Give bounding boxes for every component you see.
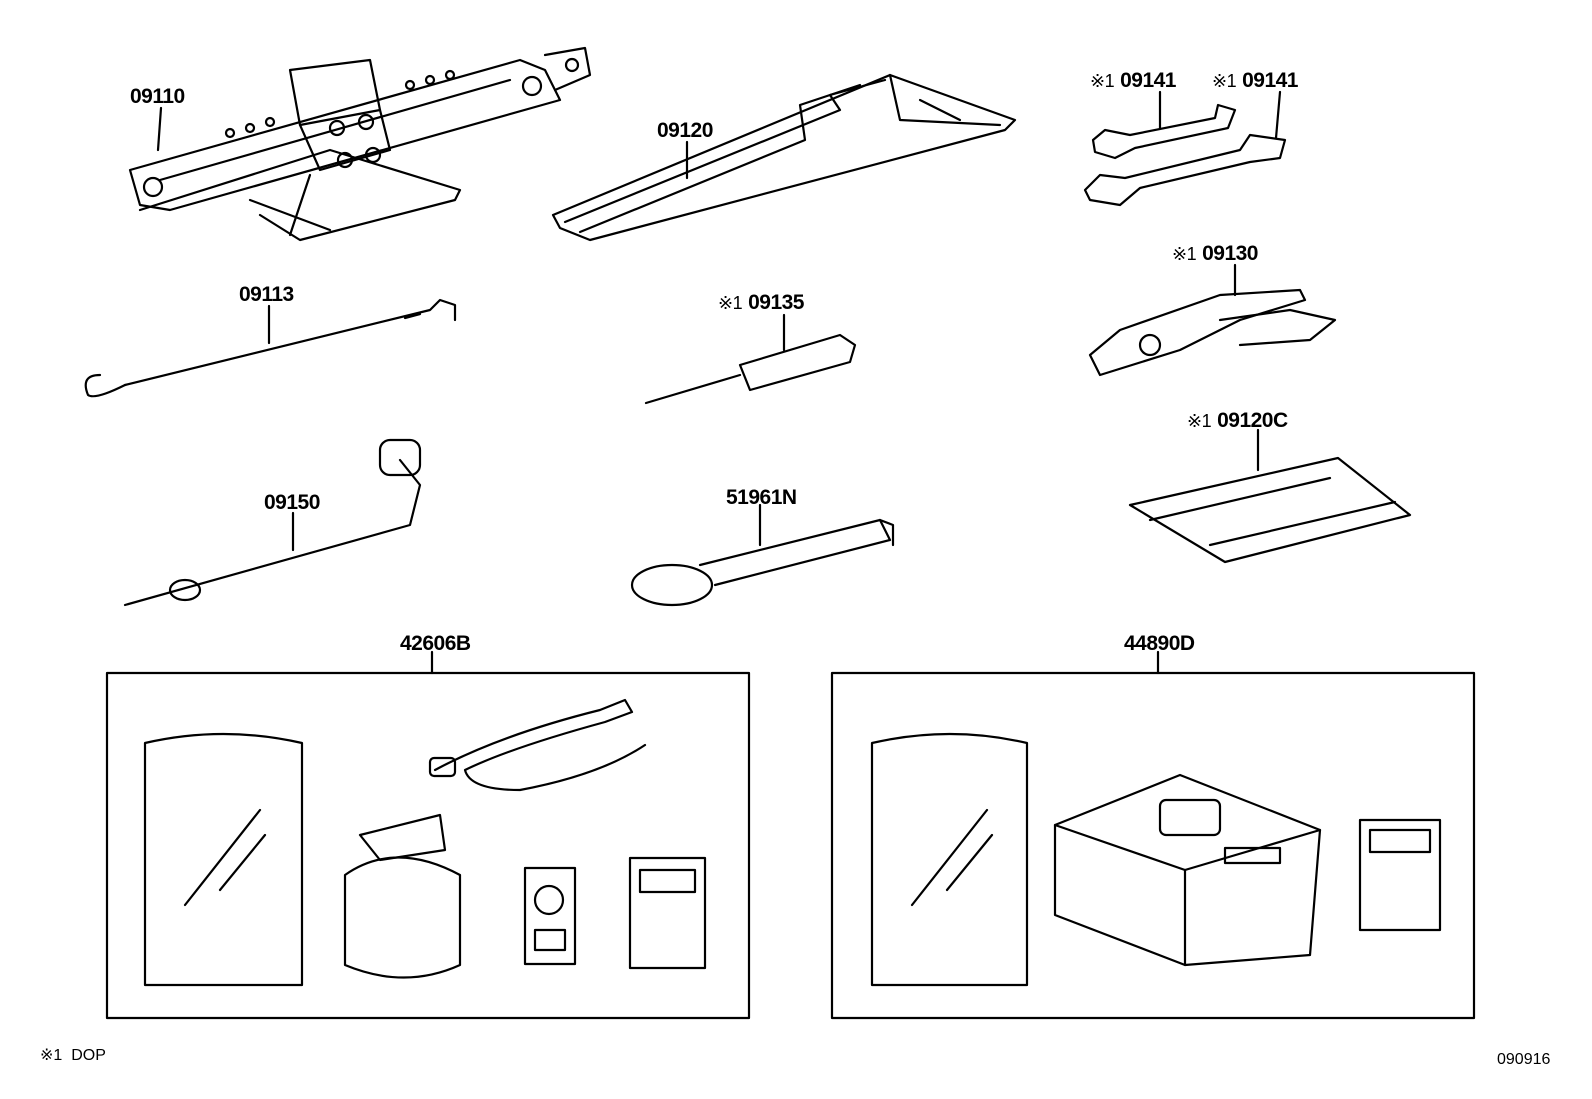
jack-handle-drawing (84, 298, 457, 398)
compressor-kit-box (830, 671, 1476, 1020)
part-label-repair-kit: 42606B (400, 632, 471, 655)
dop-note-mark: ※1 (718, 293, 743, 313)
part-label-tool-bag: 09120 (657, 119, 713, 142)
dop-note-mark: ※1 (1090, 71, 1115, 91)
part-label-jack-handle: 09113 (239, 283, 294, 306)
screwdriver-drawing (644, 333, 857, 405)
pliers-drawing (1088, 288, 1337, 377)
part-number: 09130 (1202, 242, 1258, 265)
part-number: 09120C (1217, 409, 1288, 432)
towing-eye-drawing (630, 518, 895, 607)
legend-text: DOP (71, 1047, 106, 1064)
footer-legend: ※1 DOP (40, 1048, 106, 1064)
part-label-compressor-kit: 44890D (1124, 632, 1195, 655)
repair-kit-box (105, 671, 751, 1020)
leader-09110 (156, 106, 163, 152)
tool-bag-drawing (551, 73, 1017, 242)
figure-code: 090916 (1497, 1051, 1551, 1068)
part-number: 09135 (748, 291, 804, 314)
repair-kit-contents (143, 698, 707, 987)
compressor-kit-contents (870, 732, 1442, 987)
wrench-pair-drawing (1083, 90, 1287, 207)
tool-bag-c-drawing (1128, 456, 1412, 564)
part-label-lug-wrench: 09150 (264, 491, 320, 514)
dop-note-mark: ※1 (1212, 71, 1237, 91)
legend-mark: ※1 (40, 1047, 63, 1064)
part-label-towing-eye: 51961N (726, 486, 797, 509)
part-number: 09141 (1242, 69, 1298, 92)
lug-wrench-drawing (123, 438, 422, 607)
scissor-jack-drawing (128, 46, 592, 242)
part-label-jack: 09110 (130, 85, 185, 108)
dop-note-mark: ※1 (1172, 244, 1197, 264)
dop-note-mark: ※1 (1187, 411, 1212, 431)
part-number: 09141 (1120, 69, 1176, 92)
